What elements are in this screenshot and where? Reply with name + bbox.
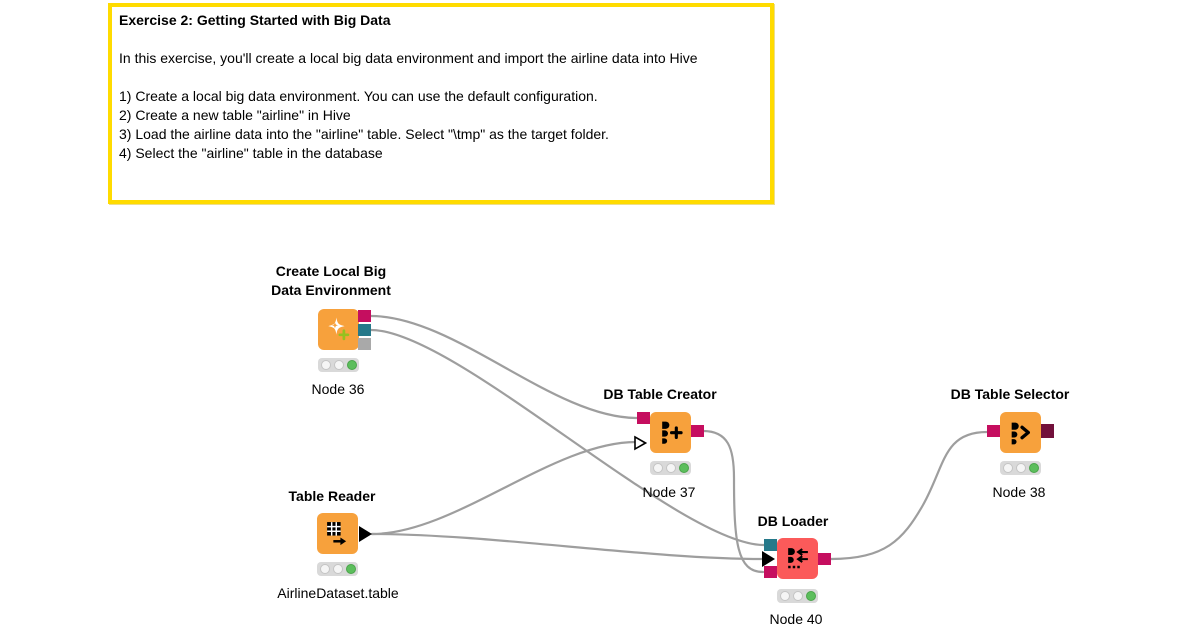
dbtableselector-in-port-db-connection[interactable] [987, 425, 1000, 437]
wire-node36-dbtablecreator[interactable] [369, 314, 639, 420]
annotation-line: 2) Create a new table "airline" in Hive [119, 107, 351, 123]
dbloader-label: Node 40 [769, 611, 823, 627]
status-green-light [346, 360, 357, 370]
status-yellow-light [332, 564, 343, 574]
node36-out-port-db-connection[interactable] [358, 310, 371, 322]
status-red-light [652, 463, 663, 473]
dbloader-out-port-db-connection[interactable] [818, 553, 831, 565]
node-title-create-local-big-data-environment: Create Local Big Data Environment [271, 263, 391, 298]
tablereader-label: AirlineDataset.table [277, 585, 399, 601]
node-create-local-big-data-environment[interactable] [318, 309, 359, 350]
annotation-line: In this exercise, you'll create a local … [119, 50, 698, 66]
db-select-icon [1011, 422, 1030, 445]
dbtablecreator-out-port-db-connection[interactable] [691, 425, 704, 437]
dbtablecreator-in-port-optional-data[interactable] [634, 435, 647, 451]
dbloader-status-traffic-light [777, 589, 818, 603]
db-plus-icon [662, 421, 683, 444]
tablereader-out-port-data[interactable] [359, 526, 372, 542]
dbloader-in-port-file-system[interactable] [764, 539, 777, 551]
status-yellow-light [1015, 463, 1026, 473]
status-yellow-light [792, 591, 803, 601]
status-green-light [678, 463, 689, 473]
node-db-table-creator[interactable] [650, 412, 691, 453]
status-red-light [320, 360, 331, 370]
dbloader-in-port-data[interactable] [762, 551, 775, 567]
annotation-line [119, 68, 763, 87]
status-yellow-light [665, 463, 676, 473]
node-db-table-selector[interactable] [1000, 412, 1041, 453]
wire-dbloader-dbtableselector[interactable] [829, 430, 989, 561]
dbtablecreator-in-port-db-connection[interactable] [637, 412, 650, 424]
node36-label: Node 36 [311, 381, 365, 397]
wire-node36-dbloader[interactable] [369, 328, 766, 547]
node-table-reader[interactable] [317, 513, 358, 554]
tablereader-status-traffic-light [317, 562, 358, 576]
node36-out-port-spark-context[interactable] [358, 338, 371, 350]
dbtableselector-status-traffic-light [1000, 461, 1041, 475]
node-title-db-table-creator: DB Table Creator [603, 386, 717, 402]
status-green-light [1028, 463, 1039, 473]
sparkle-plus-icon [328, 317, 350, 341]
dbtableselector-out-port-db-data[interactable] [1041, 424, 1054, 438]
dbloader-in-port-db-connection[interactable] [764, 566, 777, 578]
status-red-light [779, 591, 790, 601]
wire-tablereader-dbtablecreator[interactable] [370, 440, 638, 536]
annotation-line: 4) Select the "airline" table in the dat… [119, 145, 383, 161]
annotation-title: Exercise 2: Getting Started with Big Dat… [119, 12, 391, 28]
wire-tablereader-dbloader[interactable] [370, 532, 766, 561]
dbtableselector-label: Node 38 [992, 484, 1046, 500]
status-red-light [1002, 463, 1013, 473]
node36-status-traffic-light [318, 358, 359, 372]
node-title-db-table-selector: DB Table Selector [950, 386, 1070, 402]
workflow-annotation[interactable]: Exercise 2: Getting Started with Big Dat… [108, 3, 774, 204]
dbtablecreator-label: Node 37 [642, 484, 696, 500]
status-green-light [805, 591, 816, 601]
node-title-db-loader: DB Loader [757, 513, 829, 529]
node-db-loader[interactable] [777, 538, 818, 579]
status-green-light [345, 564, 356, 574]
db-load-icon [788, 548, 808, 569]
annotation-line: 3) Load the airline data into the "airli… [119, 126, 609, 142]
status-red-light [319, 564, 330, 574]
node-title-table-reader: Table Reader [288, 488, 376, 504]
node36-out-port-file-system[interactable] [358, 324, 371, 336]
wire-dbtablecreator-dbloader[interactable] [701, 429, 765, 574]
annotation-line [119, 30, 763, 49]
table-arrow-icon [327, 522, 347, 546]
annotation-line: 1) Create a local big data environment. … [119, 88, 598, 104]
status-yellow-light [333, 360, 344, 370]
dbtablecreator-status-traffic-light [650, 461, 691, 475]
